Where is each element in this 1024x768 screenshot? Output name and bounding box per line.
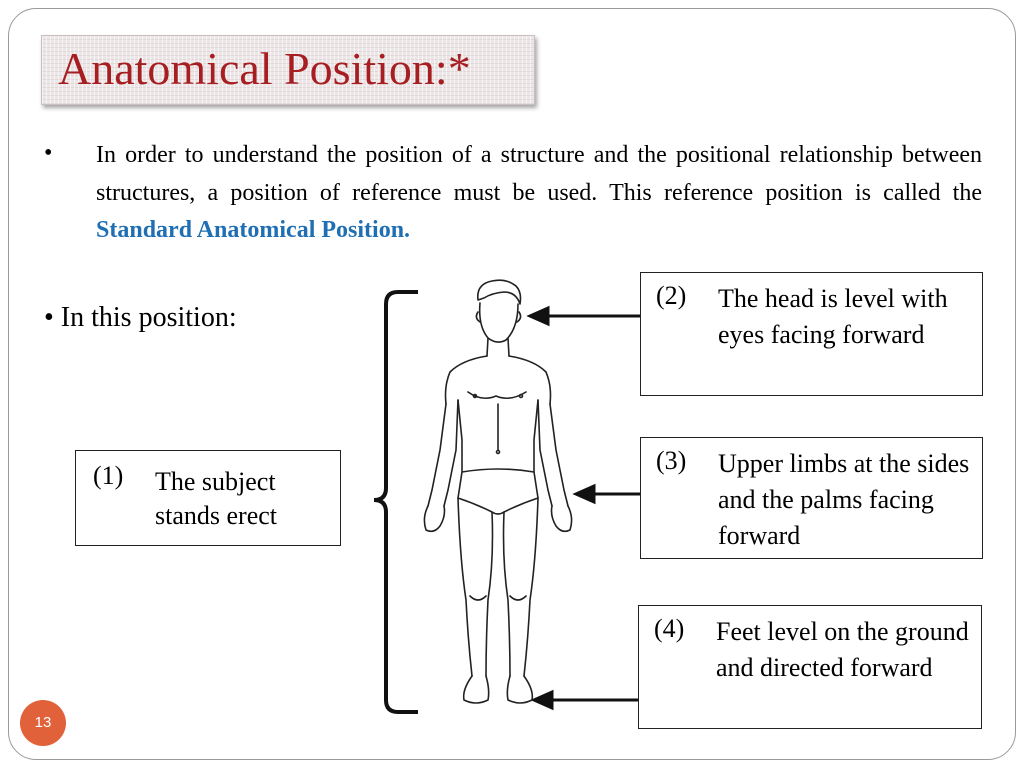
intro-paragraph: In order to understand the position of a… <box>96 137 982 250</box>
box-number: (3) <box>656 446 687 475</box>
box-text: The head is level with eyes facing forwa… <box>718 284 948 349</box>
box-number: (1) <box>93 461 124 490</box>
box-number: (4) <box>654 614 685 643</box>
human-figure <box>423 279 573 704</box>
page-number-badge: 13 <box>20 700 66 746</box>
info-box-4: (4) Feet level on the ground and directe… <box>638 605 982 729</box>
slide-frame <box>8 8 1016 760</box>
sub-heading: • In this position: <box>44 302 237 333</box>
box-text: Upper limbs at the sides and the palms f… <box>718 449 970 550</box>
intro-text: In order to understand the position of a… <box>96 142 982 206</box>
info-box-3: (3) Upper limbs at the sides and the pal… <box>640 437 983 559</box>
box-number: (2) <box>656 281 687 310</box>
title-box: Anatomical Position:* <box>41 35 535 105</box>
box-text: The subject stands erect <box>155 467 278 530</box>
bullet-icon: • <box>44 140 53 166</box>
box-text: Feet level on the ground and directed fo… <box>716 617 969 682</box>
intro-highlight: Standard Anatomical Position. <box>96 217 411 243</box>
info-box-2: (2) The head is level with eyes facing f… <box>640 272 983 396</box>
slide-title: Anatomical Position:* <box>58 43 471 94</box>
bracket-icon <box>373 290 418 714</box>
info-box-1: (1) The subject stands erect <box>75 450 341 546</box>
